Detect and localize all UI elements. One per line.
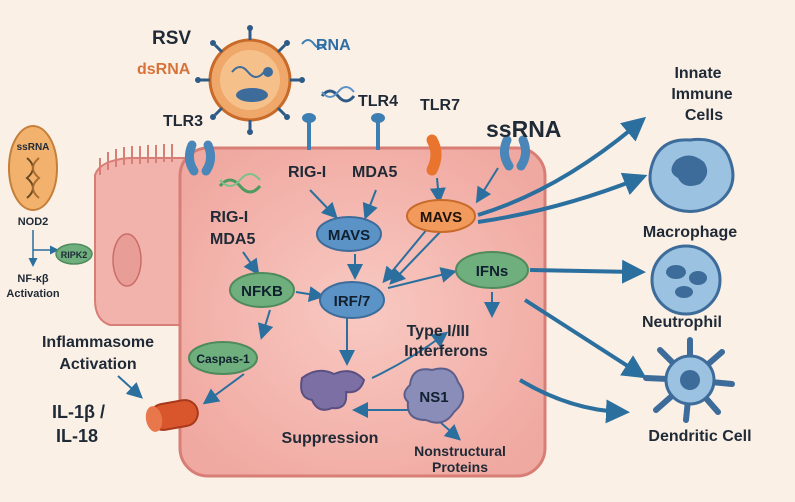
inflammasome-label-1: Inflammasome bbox=[42, 334, 154, 351]
type-ifn-label-1: Type I/III bbox=[407, 323, 470, 340]
nfkb-label: NFKB bbox=[241, 283, 283, 300]
ifns-node: IFNs bbox=[455, 251, 529, 289]
suppression-label: Suppression bbox=[282, 430, 379, 447]
ssrna-receptor bbox=[499, 135, 531, 171]
rna-strand-icon bbox=[301, 39, 327, 49]
rna-label: RNA bbox=[316, 37, 351, 54]
nfkb-inset-label-1: NF-κβ bbox=[17, 273, 48, 285]
neutrophil-icon bbox=[650, 244, 722, 316]
rig-i-label-left: RIG-I bbox=[210, 209, 248, 226]
epithelial-cell-extension bbox=[94, 144, 186, 326]
tlr7-receptor bbox=[426, 134, 442, 176]
ifns-label: IFNs bbox=[476, 263, 509, 280]
tlr3-receptor bbox=[184, 140, 216, 176]
innate-label-2: Immune bbox=[671, 86, 732, 103]
dendritic-label: Dendritic Cell bbox=[648, 428, 751, 445]
innate-label-3: Cells bbox=[685, 107, 723, 124]
caspase-node: Caspas-1 bbox=[188, 341, 258, 375]
il1b-label: IL-1β / bbox=[52, 402, 105, 422]
ripk2-label: RIPK2 bbox=[61, 250, 88, 260]
ssrna-label: ssRNA bbox=[486, 116, 561, 142]
caspase-label: Caspas-1 bbox=[196, 352, 250, 366]
tlr7-label: TLR7 bbox=[420, 97, 460, 114]
dna-helix-green-icon bbox=[218, 178, 262, 194]
nucleus bbox=[112, 233, 142, 287]
neutrophil-label: Neutrophil bbox=[642, 314, 722, 331]
suppression-blob bbox=[300, 369, 366, 411]
irf7-node: IRF/7 bbox=[319, 281, 385, 319]
dna-helix-icon bbox=[320, 89, 356, 103]
tlr4-label: TLR4 bbox=[358, 93, 398, 110]
inflammasome-label-2: Activation bbox=[59, 356, 136, 373]
macrophage-icon bbox=[648, 137, 735, 213]
dendritic-cell-icon bbox=[643, 337, 735, 423]
dna-icon bbox=[25, 157, 34, 199]
mda5-label-top: MDA5 bbox=[352, 164, 397, 181]
ns1-node: NS1 bbox=[403, 367, 465, 424]
nod2-inset: ssRNA NOD2 RIPK2 NF-κβ Activation bbox=[6, 125, 93, 300]
nonstructural-label-1: Nonstructural bbox=[414, 443, 506, 459]
irf7-label: IRF/7 bbox=[334, 293, 371, 310]
tlr4-receptor-right bbox=[371, 113, 385, 150]
dsrna-label: dsRNA bbox=[137, 61, 191, 78]
il18-label: IL-18 bbox=[56, 426, 98, 446]
nfkb-node: NFKB bbox=[229, 272, 295, 308]
nod2-label: NOD2 bbox=[18, 216, 49, 228]
outgoing-arrows bbox=[477, 116, 648, 424]
ns1-label: NS1 bbox=[419, 389, 448, 406]
il1b-cylinder bbox=[145, 399, 199, 432]
macrophage-label: Macrophage bbox=[643, 224, 737, 241]
mavs-right-label: MAVS bbox=[420, 209, 462, 226]
mavs-center-label: MAVS bbox=[328, 227, 370, 244]
mavs-right-node: MAVS bbox=[406, 199, 476, 233]
nonstructural-label-2: Proteins bbox=[432, 459, 488, 475]
nfkb-inset-label-2: Activation bbox=[6, 288, 59, 300]
rsv-virus bbox=[195, 25, 305, 135]
mavs-center-node: MAVS bbox=[316, 216, 382, 252]
innate-label-1: Innate bbox=[674, 65, 721, 82]
rsv-label: RSV bbox=[152, 28, 191, 49]
mda5-label-left: MDA5 bbox=[210, 231, 255, 248]
tlr3-label: TLR3 bbox=[163, 113, 203, 130]
inset-ssrna-label: ssRNA bbox=[17, 142, 50, 153]
tlr4-receptor-left bbox=[302, 113, 316, 150]
rig-i-label-top: RIG-I bbox=[288, 164, 326, 181]
type-ifn-label-2: Interferons bbox=[404, 343, 488, 360]
